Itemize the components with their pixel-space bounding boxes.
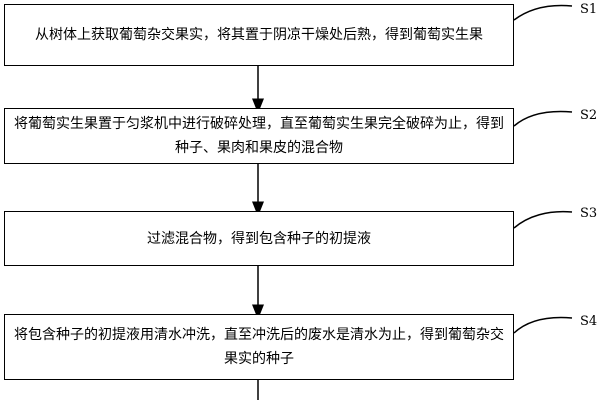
leader-s3 bbox=[513, 210, 573, 229]
step-box-s3: 过滤混合物，得到包含种子的初提液 bbox=[4, 211, 514, 266]
step-text-s3: 过滤混合物，得到包含种子的初提液 bbox=[147, 230, 371, 247]
step-box-s4: 将包含种子的初提液用清水冲洗，直至冲洗后的废水是清水为止，得到葡萄杂交果实的种子 bbox=[4, 314, 514, 380]
step-label-s2: S2 bbox=[580, 108, 598, 123]
step-label-s3: S3 bbox=[580, 206, 598, 221]
step-label-s4: S4 bbox=[580, 314, 598, 329]
step-text-s1: 从树体上获取葡萄杂交果实，将其置于阴凉干燥处后熟，得到葡萄实生果 bbox=[35, 27, 483, 43]
leader-s1 bbox=[513, 4, 573, 21]
step-text-s4: 将包含种子的初提液用清水冲洗，直至冲洗后的废水是清水为止，得到葡萄杂交果实的种子 bbox=[14, 327, 504, 367]
step-text-s2: 将葡萄实生果置于匀浆机中进行破碎处理，直至葡萄实生果完全破碎为止，得到种子、果肉… bbox=[14, 116, 504, 156]
step-box-s2: 将葡萄实生果置于匀浆机中进行破碎处理，直至葡萄实生果完全破碎为止，得到种子、果肉… bbox=[4, 108, 514, 164]
leader-s2 bbox=[513, 110, 573, 127]
leader-s4 bbox=[513, 316, 573, 334]
step-box-s1: 从树体上获取葡萄杂交果实，将其置于阴凉干燥处后熟，得到葡萄实生果 bbox=[4, 4, 514, 66]
step-label-s1: S1 bbox=[580, 2, 598, 17]
